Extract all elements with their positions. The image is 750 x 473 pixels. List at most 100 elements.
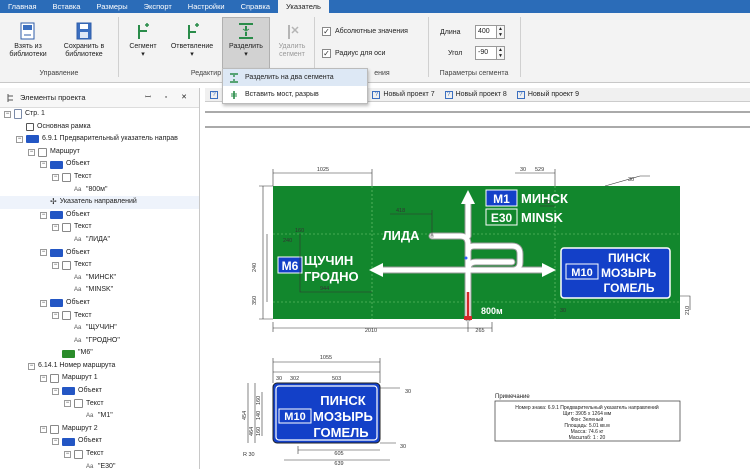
collapse-toggle-icon[interactable]: −: [40, 300, 47, 307]
collapse-toggle-icon[interactable]: −: [40, 249, 47, 256]
tree-item[interactable]: −Объект: [0, 435, 199, 448]
document-tab-label: Новый проект 9: [528, 91, 579, 98]
shchuchin-text[interactable]: ЩУЧИН: [304, 253, 353, 268]
collapse-toggle-icon[interactable]: −: [28, 363, 35, 370]
collapse-toggle-icon[interactable]: −: [40, 426, 47, 433]
tree-item[interactable]: Aa"M1": [0, 410, 199, 423]
tree-item[interactable]: −Маршрут 2: [0, 423, 199, 436]
collapse-toggle-icon[interactable]: −: [64, 451, 71, 458]
lida-text[interactable]: ЛИДА: [382, 228, 420, 243]
mozyr-text[interactable]: МОЗЫРЬ: [601, 266, 657, 280]
panel-controls[interactable]: ꟷ ▫ ✕: [145, 93, 193, 102]
document-tab[interactable]: ?Новый проект 8: [440, 88, 512, 102]
menu-tab[interactable]: Главная: [0, 0, 45, 13]
length-spinner-icon[interactable]: ▲▼: [497, 25, 505, 39]
tree-item[interactable]: − Текст: [0, 448, 199, 461]
tree-item[interactable]: Aa"ГРОДНО": [0, 335, 199, 348]
collapse-toggle-icon[interactable]: −: [52, 262, 59, 269]
project-icon: ?: [372, 91, 380, 99]
tree-item[interactable]: −Объект: [0, 385, 199, 398]
collapse-toggle-icon[interactable]: −: [4, 111, 11, 118]
checkmark-icon: ✓: [322, 49, 331, 58]
menu-tab[interactable]: Справка: [233, 0, 278, 13]
menu-tab[interactable]: Указатель: [278, 0, 329, 13]
delete-segment-button[interactable]: Удалить сегмент: [274, 21, 310, 59]
mozyr-text-small[interactable]: МОЗЫРЬ: [313, 409, 373, 424]
angle-input[interactable]: -90: [475, 46, 497, 60]
tree-item[interactable]: ✢Указатель направлений: [0, 196, 199, 209]
node-point[interactable]: [465, 257, 468, 260]
split-two-segments-item[interactable]: Разделить на два сегмента: [223, 69, 367, 86]
drawing-canvas[interactable]: ЛИДА M1 МИНСК E30 MINSK M6 ЩУЧИН ГРОДНО …: [205, 102, 750, 469]
save-to-library-button[interactable]: Сохранить в библиотеке: [56, 21, 112, 59]
collapse-toggle-icon[interactable]: −: [52, 388, 59, 395]
pinsk-text-small[interactable]: ПИНСК: [320, 393, 365, 408]
tree-item[interactable]: Aa"800м": [0, 184, 199, 197]
document-tab[interactable]: ?Новый проект 7: [367, 88, 439, 102]
tree-item-label: 6.14.1 Номер маршрута: [38, 360, 115, 373]
collapse-toggle-icon[interactable]: −: [52, 312, 59, 319]
segment-button[interactable]: Сегмент▾: [124, 21, 162, 59]
menu-tab[interactable]: Вставка: [45, 0, 89, 13]
tree-item[interactable]: −Текст: [0, 310, 199, 323]
tree-item-label: "ЩУЧИН": [86, 322, 117, 335]
tree-item[interactable]: Aa"MINSK": [0, 284, 199, 297]
tree-item[interactable]: −Текст: [0, 171, 199, 184]
tree-item-label: Текст: [86, 448, 104, 461]
tree-item[interactable]: −Текст: [0, 221, 199, 234]
tree-item[interactable]: Основная рамка: [0, 121, 199, 134]
tree-item[interactable]: −Объект: [0, 297, 199, 310]
menu-tab[interactable]: Размеры: [88, 0, 135, 13]
gomel-text-small[interactable]: ГОМЕЛЬ: [313, 425, 368, 440]
segment-handle[interactable]: [464, 316, 472, 320]
collapse-toggle-icon[interactable]: −: [40, 161, 47, 168]
take-from-library-button[interactable]: Взять из библиотеки: [6, 21, 50, 59]
branch-button[interactable]: Ответвление▾: [166, 21, 218, 59]
collapse-toggle-icon[interactable]: −: [52, 438, 59, 445]
dim-label: R 30: [243, 452, 255, 458]
tree-item[interactable]: −6.9.1 Предварительный указатель направ: [0, 133, 199, 146]
group-icon: [50, 374, 59, 383]
save-to-library-label: Сохранить в библиотеке: [64, 43, 104, 58]
tab-help-icon[interactable]: ?: [205, 88, 223, 102]
split-button[interactable]: Разделить▾: [222, 17, 270, 69]
length-input[interactable]: 400: [475, 25, 497, 39]
tree-item[interactable]: −Текст: [0, 259, 199, 272]
collapse-toggle-icon[interactable]: −: [40, 212, 47, 219]
collapse-toggle-icon[interactable]: −: [16, 136, 23, 143]
collapse-toggle-icon[interactable]: −: [64, 400, 71, 407]
tree-item-label: Основная рамка: [37, 121, 91, 134]
tree-item[interactable]: Aa"E30": [0, 461, 199, 473]
e30-text: E30: [491, 211, 513, 225]
tree-item[interactable]: Aa"МИНСК": [0, 272, 199, 285]
collapse-toggle-icon[interactable]: −: [52, 224, 59, 231]
tree-item-label: "ЛИДА": [86, 234, 110, 247]
pinsk-text[interactable]: ПИНСК: [608, 251, 651, 265]
axis-radius-checkbox[interactable]: ✓ Радиус для оси: [322, 49, 385, 58]
minsk-en-text[interactable]: MINSK: [521, 210, 564, 225]
tree-item[interactable]: Aa"ЩУЧИН": [0, 322, 199, 335]
tree-item[interactable]: −Стр. 1: [0, 108, 199, 121]
tree-item[interactable]: −Объект: [0, 158, 199, 171]
tree-item[interactable]: −6.14.1 Номер маршрута: [0, 360, 199, 373]
insert-bridge-item[interactable]: Вставить мост, разрыв: [223, 86, 367, 103]
tree-item[interactable]: Aa"ЛИДА": [0, 234, 199, 247]
tree-item[interactable]: −Объект: [0, 209, 199, 222]
angle-spinner-icon[interactable]: ▲▼: [497, 46, 505, 60]
absolute-values-checkbox[interactable]: ✓ Абсолютные значения: [322, 27, 408, 36]
collapse-toggle-icon[interactable]: −: [40, 375, 47, 382]
tree-item[interactable]: −Маршрут: [0, 146, 199, 159]
collapse-toggle-icon[interactable]: −: [28, 149, 35, 156]
tree-item[interactable]: −Маршрут 1: [0, 372, 199, 385]
collapse-toggle-icon[interactable]: −: [52, 174, 59, 181]
tree-item[interactable]: −Текст: [0, 398, 199, 411]
tree-item[interactable]: −Объект: [0, 247, 199, 260]
gomel-text[interactable]: ГОМЕЛЬ: [603, 281, 654, 295]
tree-item[interactable]: "M6": [0, 347, 199, 360]
menu-tab[interactable]: Экспорт: [136, 0, 180, 13]
menu-tab-bar: ГлавнаяВставкаРазмерыЭкспортНастройкиСпр…: [0, 0, 750, 13]
menu-tab[interactable]: Настройки: [180, 0, 233, 13]
grodno-text[interactable]: ГРОДНО: [304, 269, 359, 284]
distance-text[interactable]: 800м: [481, 306, 503, 316]
document-tab[interactable]: ?Новый проект 9: [512, 88, 584, 102]
